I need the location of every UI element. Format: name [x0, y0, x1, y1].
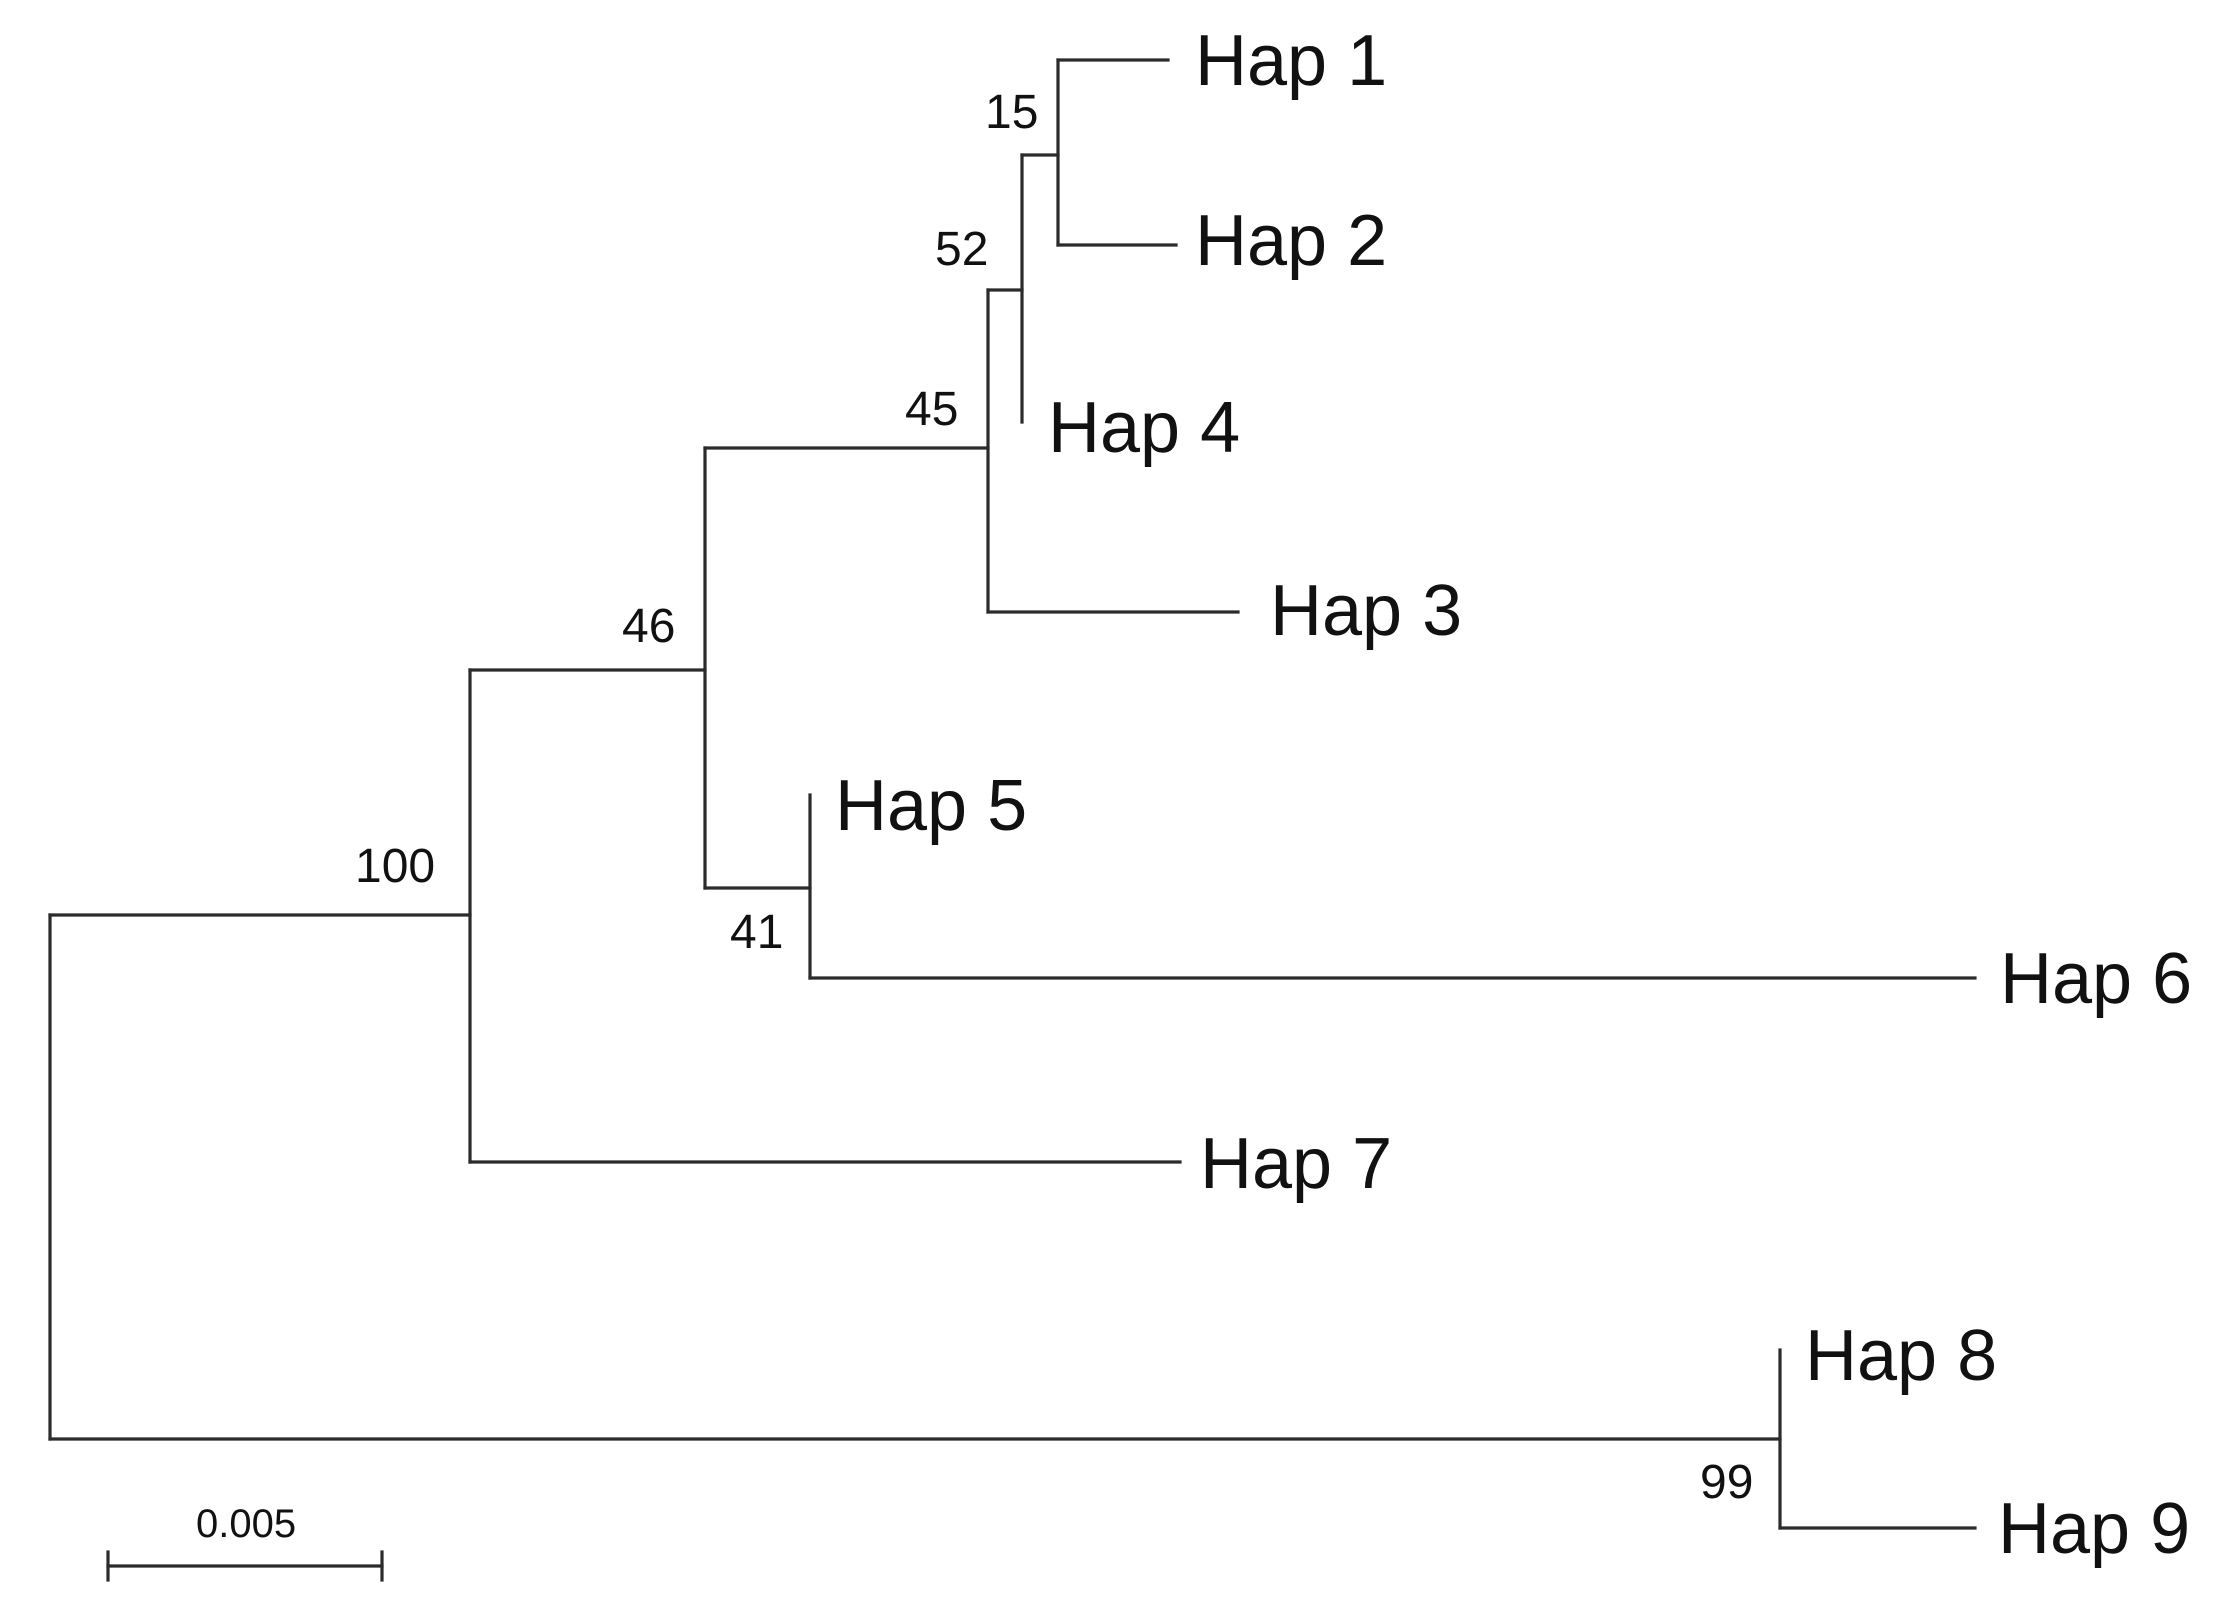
- tip-label-hap1: Hap 1: [1195, 21, 1387, 101]
- tip-labels: Hap 1 Hap 2 Hap 4 Hap 3 Hap 5 Hap 6 Hap …: [835, 21, 2192, 1569]
- tip-label-hap8: Hap 8: [1805, 1316, 1997, 1396]
- tip-label-hap5: Hap 5: [835, 766, 1027, 846]
- support-label-node45: 45: [905, 383, 958, 436]
- support-label-node99: 99: [1700, 1456, 1753, 1509]
- tip-label-hap4: Hap 4: [1048, 388, 1240, 468]
- tip-label-hap3: Hap 3: [1270, 571, 1462, 651]
- support-label-node15: 15: [985, 86, 1038, 139]
- scale-bar-label: 0.005: [196, 1502, 296, 1546]
- support-label-node46: 46: [622, 600, 675, 653]
- tip-label-hap2: Hap 2: [1195, 201, 1387, 281]
- tip-label-hap9: Hap 9: [1998, 1489, 2190, 1569]
- support-label-node41: 41: [730, 906, 783, 959]
- tip-label-hap7: Hap 7: [1200, 1124, 1392, 1204]
- support-labels: 15 52 45 46 41 100 99: [355, 86, 1753, 1509]
- support-label-node100: 100: [355, 840, 435, 893]
- support-label-node52: 52: [935, 223, 988, 276]
- tip-label-hap6: Hap 6: [2000, 939, 2192, 1019]
- tree-branches: [48, 58, 1977, 1530]
- scale-bar: 0.005: [106, 1502, 384, 1582]
